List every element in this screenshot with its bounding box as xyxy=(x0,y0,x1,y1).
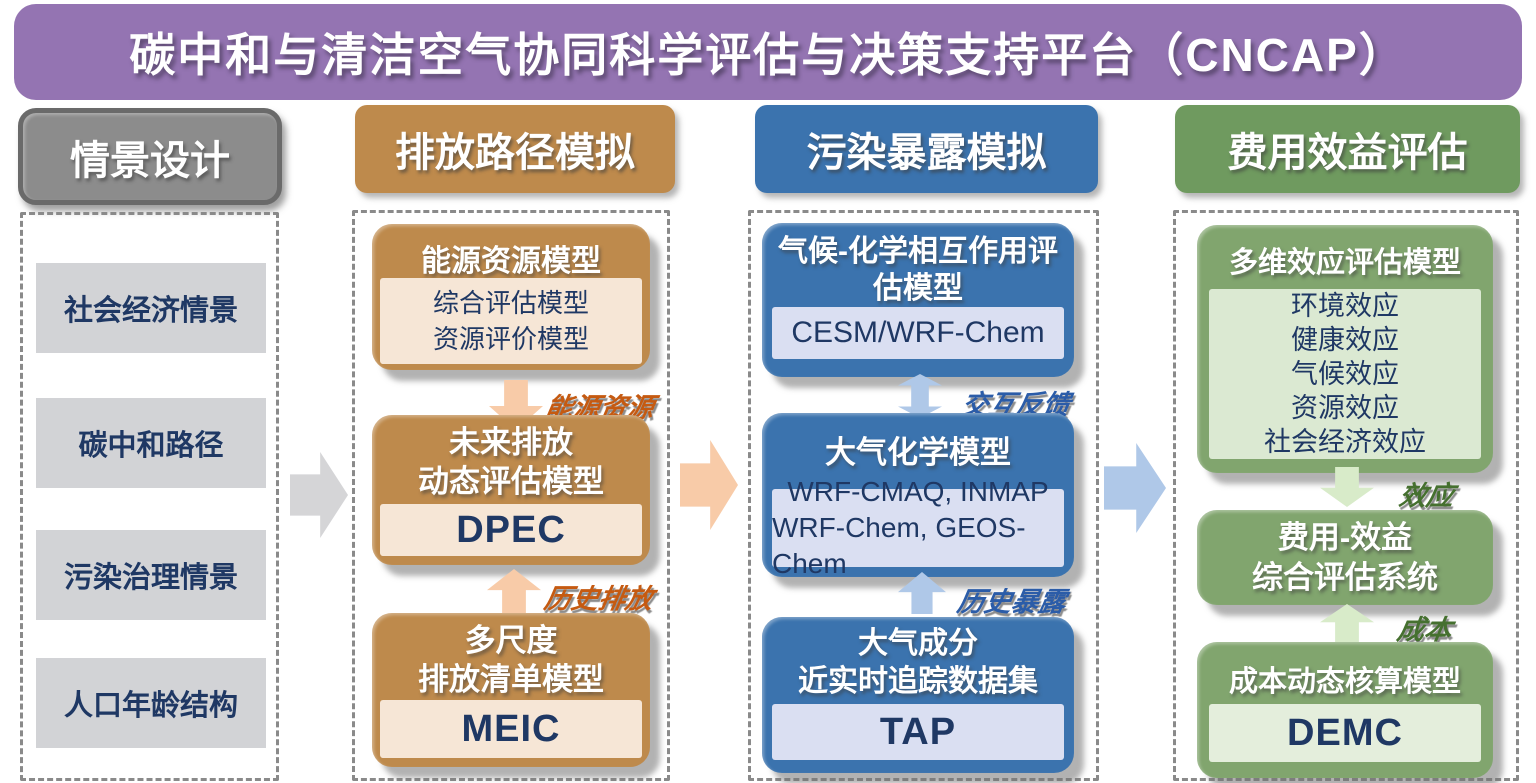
scenario-item-socioeconomic: 社会经济情景 xyxy=(36,263,266,353)
model-code: CESM/WRF-Chem xyxy=(791,316,1045,349)
model-code: TAP xyxy=(879,710,957,753)
flow-label-effects: 效应 xyxy=(1396,481,1457,511)
scenario-item-label: 社会经济情景 xyxy=(63,295,238,327)
scenario-item-label: 碳中和路径 xyxy=(78,430,224,462)
flow-arrow-scenario-to-emission xyxy=(290,452,348,538)
climate-chemistry-model-box: 气候-化学相互作用评 估模型 CESM/WRF-Chem xyxy=(762,223,1074,377)
model-line: WRF-CMAQ, INMAP xyxy=(787,476,1049,507)
multidimensional-effect-model-box: 多维效应评估模型 环境效应 健康效应 气候效应 资源效应 社会经济效应 xyxy=(1197,225,1493,473)
energy-resource-model-box: 能源资源模型 综合评估模型 资源评价模型 xyxy=(372,224,650,370)
model-code: DEMC xyxy=(1287,711,1403,754)
atmospheric-chemistry-model-box: 大气化学模型 WRF-CMAQ, INMAP WRF-Chem, GEOS-Ch… xyxy=(762,413,1074,579)
column-header-emission-pathway: 排放路径模拟 xyxy=(355,105,675,193)
effect-item: 资源效应 xyxy=(1291,393,1399,423)
chem-models-inner: WRF-CMAQ, INMAP WRF-Chem, GEOS-Chem xyxy=(772,476,1064,579)
meic-inner: MEIC xyxy=(380,700,642,758)
box-title: 多维效应评估模型 xyxy=(1228,247,1461,279)
effect-item: 气候效应 xyxy=(1291,359,1399,389)
cesm-wrf-chem-inner: CESM/WRF-Chem xyxy=(772,307,1064,359)
box-title: 成本动态核算模型 xyxy=(1228,666,1461,698)
demc-inner: DEMC xyxy=(1209,704,1481,762)
pollution-exposure-group xyxy=(748,210,1099,781)
scenario-item-label: 污染治理情景 xyxy=(63,562,238,594)
scenario-design-group xyxy=(20,212,279,781)
column-header-pollution-exposure: 污染暴露模拟 xyxy=(755,105,1098,193)
box-title: 大气化学模型 xyxy=(825,435,1011,470)
effect-item: 健康效应 xyxy=(1291,325,1399,355)
flow-arrow-exposure-to-benefit xyxy=(1104,443,1166,533)
column-header-label: 排放路径模拟 xyxy=(395,131,635,175)
effects-list-inner: 环境效应 健康效应 气候效应 资源效应 社会经济效应 xyxy=(1209,289,1481,459)
column-header-label: 情景设计 xyxy=(70,138,230,183)
page-title: 碳中和与清洁空气协同科学评估与决策支持平台（CNCAP） xyxy=(129,29,1407,81)
energy-resource-model-inner: 综合评估模型 资源评价模型 xyxy=(380,278,642,364)
box-title-line: 大气成分 xyxy=(858,627,978,660)
scenario-item-pollution-control: 污染治理情景 xyxy=(36,530,266,620)
scenario-item-carbon-neutral-pathway: 碳中和路径 xyxy=(36,398,266,488)
column-header-cost-benefit: 费用效益评估 xyxy=(1175,105,1520,193)
multiscale-inventory-model-box: 多尺度 排放清单模型 MEIC xyxy=(372,613,650,767)
model-line: WRF-Chem, GEOS-Chem xyxy=(772,512,1026,579)
effect-item: 环境效应 xyxy=(1291,291,1399,321)
dpec-inner: DPEC xyxy=(380,504,642,556)
box-title-line: 气候-化学相互作用评 xyxy=(778,235,1058,268)
column-header-label: 污染暴露模拟 xyxy=(806,131,1047,175)
model-line: 资源评价模型 xyxy=(432,324,589,354)
model-code: DPEC xyxy=(456,508,566,551)
effect-item: 社会经济效应 xyxy=(1264,427,1426,457)
box-title-line: 多尺度 xyxy=(464,623,558,658)
tap-dataset-box: 大气成分 近实时追踪数据集 TAP xyxy=(762,617,1074,773)
box-title-line: 排放清单模型 xyxy=(418,662,604,697)
box-title-line: 估模型 xyxy=(873,272,963,305)
flow-label-historical-emission: 历史排放 xyxy=(541,584,656,614)
column-header-label: 费用效益评估 xyxy=(1227,131,1468,175)
future-emission-model-box: 未来排放 动态评估模型 DPEC xyxy=(372,415,650,565)
cost-accounting-model-box: 成本动态核算模型 DEMC xyxy=(1197,642,1493,778)
scenario-item-label: 人口年龄结构 xyxy=(63,690,238,722)
column-header-scenario-design: 情景设计 xyxy=(18,108,282,205)
model-code: MEIC xyxy=(461,707,561,750)
tap-inner: TAP xyxy=(772,704,1064,760)
model-line: 综合评估模型 xyxy=(432,288,589,318)
cost-benefit-system-box: 费用-效益 综合评估系统 xyxy=(1197,510,1493,605)
flow-label-historical-exposure: 历史暴露 xyxy=(954,587,1069,617)
flow-arrow-emission-to-exposure xyxy=(680,440,738,530)
box-title-line: 综合评估系统 xyxy=(1252,559,1438,595)
box-title-line: 近实时追踪数据集 xyxy=(798,665,1038,698)
box-title-line: 未来排放 xyxy=(449,425,573,460)
emission-pathway-group xyxy=(352,210,670,781)
box-title-line: 动态评估模型 xyxy=(418,464,604,499)
scenario-item-population-age: 人口年龄结构 xyxy=(36,658,266,748)
cost-benefit-group xyxy=(1173,210,1519,781)
box-title-line: 费用-效益 xyxy=(1277,519,1413,555)
title-banner: 碳中和与清洁空气协同科学评估与决策支持平台（CNCAP） xyxy=(14,4,1522,100)
box-title: 能源资源模型 xyxy=(421,245,601,278)
